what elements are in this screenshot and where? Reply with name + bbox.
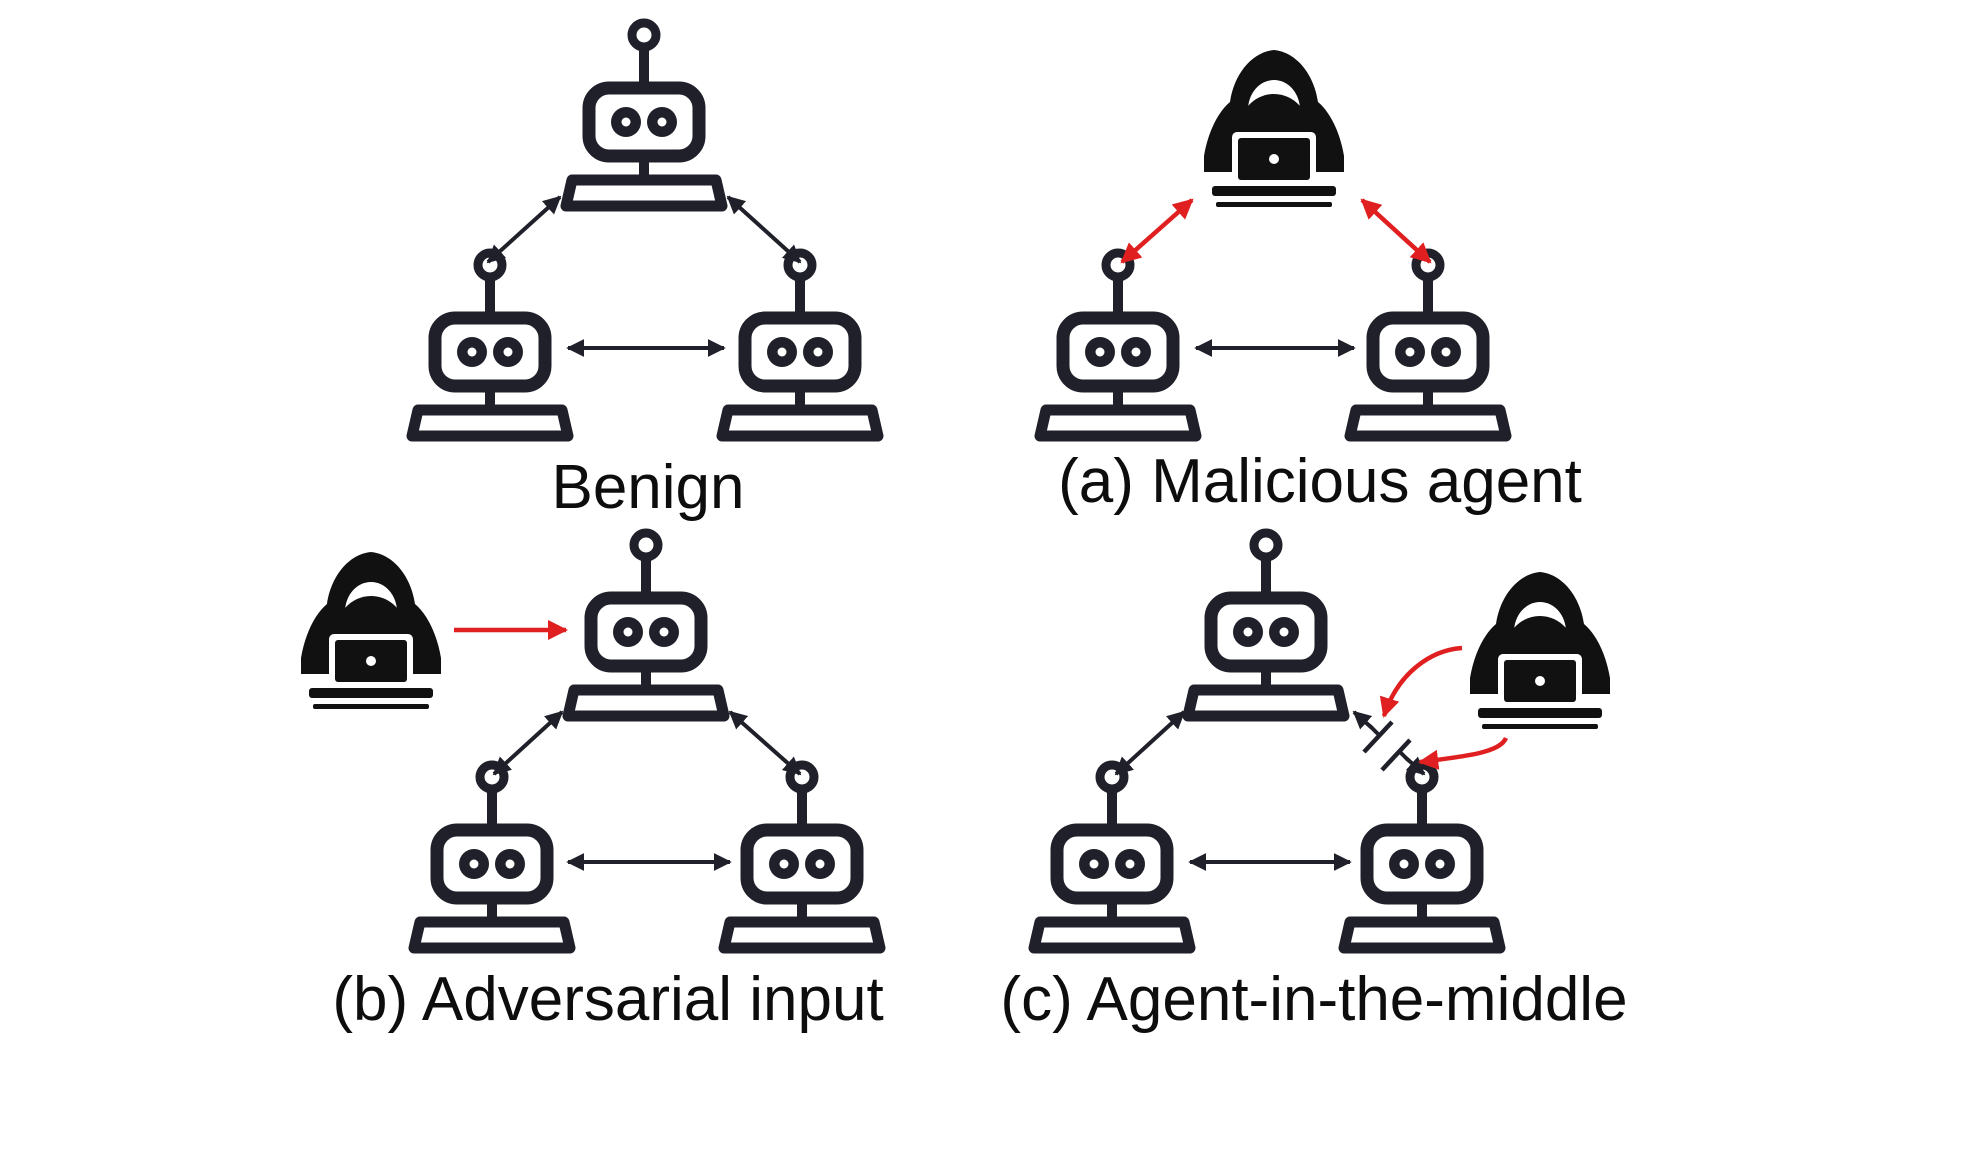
robot-icon (722, 253, 878, 436)
hooded-hacker-icon (1204, 50, 1344, 207)
panel-agent-in-the-middle: (c) Agent-in-the-middle (1000, 533, 1628, 1034)
robot-icon (1188, 533, 1344, 716)
link-arrow (726, 195, 802, 264)
robot-icon (1040, 253, 1196, 436)
robot-icon (1344, 765, 1500, 948)
attack-arrow (1360, 198, 1432, 264)
attack-arrow (1120, 198, 1194, 264)
robot-icon (1034, 765, 1190, 948)
robot-icon (412, 253, 568, 436)
link-arrow (486, 195, 562, 264)
link-arrow (492, 710, 564, 776)
hooded-hacker-icon (301, 552, 441, 709)
attack-arrow (1379, 645, 1463, 718)
robot-icon (724, 765, 880, 948)
robot-icon (566, 23, 722, 206)
blocked-channel-icon (1352, 710, 1426, 776)
robot-icon (414, 765, 570, 948)
caption-agent-in-the-middle: (c) Agent-in-the-middle (1000, 965, 1627, 1034)
link-arrow (728, 710, 802, 776)
link-arrow (1114, 710, 1186, 776)
caption-malicious-agent: (a) Malicious agent (1058, 447, 1582, 516)
caption-benign: Benign (551, 453, 744, 522)
panel-benign: Benign (412, 23, 878, 522)
panel-adversarial-input: (b) Adversarial input (301, 533, 884, 1034)
robot-icon (568, 533, 724, 716)
robot-icon (1350, 253, 1506, 436)
attack-arrow (1417, 736, 1509, 770)
caption-adversarial-input: (b) Adversarial input (332, 965, 883, 1034)
hooded-hacker-icon (1470, 572, 1610, 729)
panel-malicious-agent: (a) Malicious agent (1040, 50, 1582, 516)
